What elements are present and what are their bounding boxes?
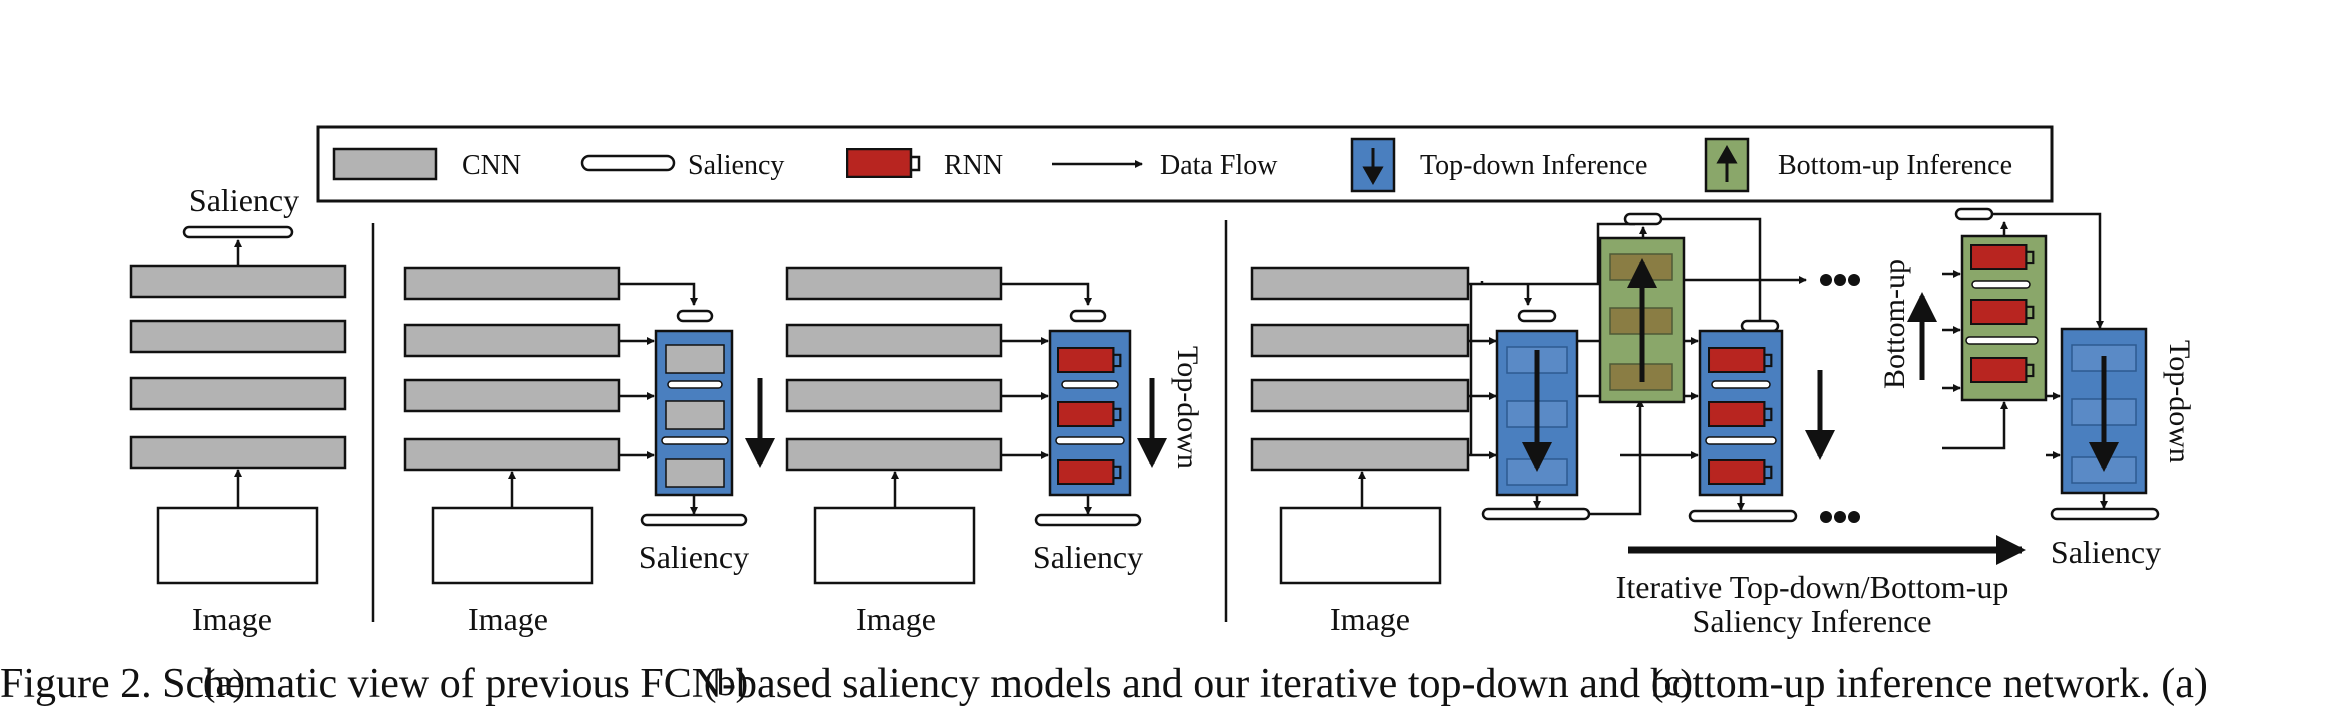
panel-c-iter-line2: Saliency Inference [1693, 603, 1932, 639]
panel-a: Saliency Image (a) [129, 182, 347, 704]
panel-b-cnn-layer [403, 323, 621, 358]
legend-rnn-label: RNN [944, 150, 1003, 181]
ellipsis-lower [1820, 511, 1860, 523]
panel-c-saliency-label: Saliency [2051, 534, 2161, 570]
panel-c-bu1-top-saliency [1623, 212, 1663, 226]
panel-c-topdown-label: Top-down [2163, 340, 2196, 463]
legend-dataflow-label: Data Flow [1160, 150, 1278, 181]
rnn-cell [1057, 401, 1122, 427]
rnn-cell [1970, 357, 2035, 383]
panel-c-tag: (c) [1651, 662, 1693, 704]
legend: CNN Saliency RNN Data Flow Top-down Infe… [316, 125, 2054, 203]
panel-c-cnn-layer [1250, 323, 1470, 358]
panel-b-rnn-saliency-label: Saliency [1033, 539, 1143, 575]
panel-b-cnn-layer [403, 266, 621, 301]
panel-b-rnn-image-box [813, 506, 976, 585]
figure-caption: Figure 2. Schematic view of previous FCN… [0, 661, 2208, 707]
panel-c-bu-last-top-saliency [1954, 207, 1994, 221]
panel-a-saliency-label: Saliency [189, 182, 299, 218]
ellipsis-upper [1820, 274, 1860, 286]
legend-bottomup-label: Bottom-up Inference [1778, 150, 2012, 181]
legend-topdown-label: Top-down Inference [1420, 150, 1647, 181]
panel-a-cnn-layer [129, 319, 347, 354]
panel-b-tag: (b) [704, 662, 748, 704]
rnn-cell [1708, 401, 1773, 427]
legend-rnn-swatch [846, 148, 921, 178]
panel-b-cnn-layer [403, 378, 621, 413]
rnn-cell [1970, 299, 2035, 325]
panel-b-cnn-layer [785, 378, 1003, 413]
panel-b-rnn-top-saliency [1069, 309, 1107, 323]
legend-saliency-swatch [580, 154, 676, 172]
panel-a-image-box [156, 506, 319, 585]
panel-b-image-label: Image [468, 601, 548, 637]
panel-b-cnn-layer [785, 323, 1003, 358]
panel-b-topdown-label: Top-down [1171, 346, 1204, 469]
panel-a-saliency-map [182, 225, 294, 239]
panel-c-iter-line1: Iterative Top-down/Bottom-up [1616, 569, 2009, 605]
panel-b-top-saliency [676, 309, 714, 323]
panel-b-saliency-label: Saliency [639, 539, 749, 575]
rnn-cell [1970, 244, 2035, 270]
panel-c-image-label: Image [1330, 601, 1410, 637]
legend-topdown-arrow-icon [1362, 148, 1384, 186]
rnn-cell [1708, 459, 1773, 485]
legend-bottomup-arrow-icon [1716, 144, 1738, 182]
panel-a-image-label: Image [192, 601, 272, 637]
legend-saliency-label: Saliency [688, 150, 784, 181]
panel-c-cnn-layer [1250, 378, 1470, 413]
panel-c-image-box [1279, 506, 1442, 585]
panel-b-cnn-layer [403, 437, 621, 472]
panel-a-cnn-layer [129, 435, 347, 470]
panel-c-bottomup-label: Bottom-up [1878, 259, 1911, 389]
panel-b-cnn-layer [785, 437, 1003, 472]
legend-cnn-label: CNN [462, 150, 521, 181]
rnn-cell [1057, 459, 1122, 485]
panel-b-output-saliency [640, 513, 748, 527]
panel-a-tag: (a) [203, 662, 245, 704]
panel-c: Image [1250, 207, 2196, 704]
rnn-cell [1057, 347, 1122, 373]
panel-b-rnn-output-saliency [1034, 513, 1142, 527]
panel-c-td2-output-saliency [1688, 509, 1798, 523]
panel-a-cnn-layer [129, 264, 347, 299]
panel-b-rnn-image-label: Image [856, 601, 936, 637]
panel-c-td1-top-saliency [1517, 309, 1557, 323]
panel-b-left: Image Saliency [403, 266, 775, 637]
panel-c-cnn-layer [1250, 266, 1470, 301]
rnn-cell [1708, 347, 1773, 373]
panel-c-td2-top-saliency [1740, 319, 1780, 333]
panel-c-td1-output-saliency [1481, 507, 1591, 521]
legend-cnn-swatch [332, 147, 438, 181]
panel-b-cnn-layer [785, 266, 1003, 301]
panel-c-cnn-layer [1250, 437, 1470, 472]
panel-a-cnn-layer [129, 376, 347, 411]
panel-b-image-box [431, 506, 594, 585]
panel-b-right: Top-down Image Saliency (b) [704, 266, 1204, 704]
panel-c-final-saliency [2050, 507, 2160, 521]
